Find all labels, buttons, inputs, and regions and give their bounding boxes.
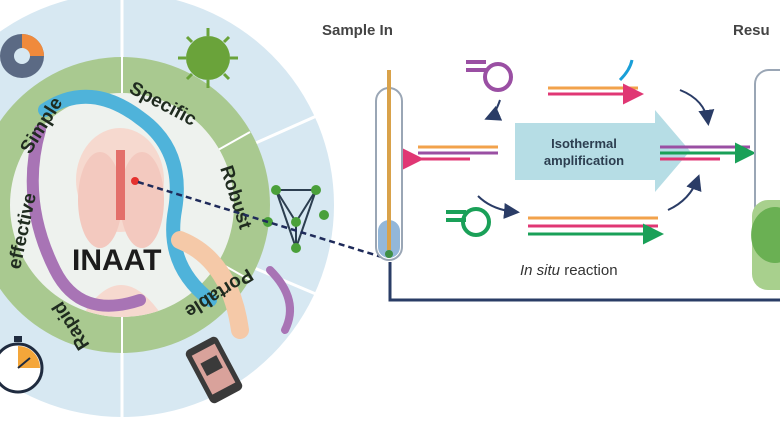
stopwatch-icon xyxy=(0,336,44,394)
green-primer-icon xyxy=(446,207,491,237)
sample-in-label: Sample In xyxy=(322,22,393,39)
result-label: Resu xyxy=(733,22,770,39)
pie-chart-icon xyxy=(0,34,44,78)
target-dot xyxy=(131,177,139,185)
phone-icon xyxy=(185,336,243,404)
virus-icon xyxy=(178,28,238,88)
inaat-wheel: Simple Specific Robust Portable Rapid ef… xyxy=(0,0,334,417)
dna-strands xyxy=(403,59,756,245)
result-tube xyxy=(751,69,780,290)
molecule-nodes xyxy=(263,185,329,253)
purple-primer-icon xyxy=(466,60,513,92)
process-arrows xyxy=(477,89,715,219)
peach-ribbon xyxy=(171,231,249,339)
blue-ribbon xyxy=(38,89,217,307)
in-situ-rest: reaction xyxy=(564,262,618,279)
sample-tube xyxy=(375,70,403,261)
sample-path-line xyxy=(137,180,386,260)
amplification-arrow xyxy=(515,110,690,192)
amplification-label: Isothermal amplification xyxy=(518,125,650,179)
in-situ-italic: In situ xyxy=(520,262,561,279)
human-figure xyxy=(76,128,165,317)
purple-ribbon xyxy=(26,124,146,312)
center-label: INAAT xyxy=(72,244,161,277)
amplification-line1: Isothermal xyxy=(551,136,617,151)
in-situ-label: In situ reaction xyxy=(520,262,618,279)
connection-line xyxy=(388,262,780,302)
amplification-line2: amplification xyxy=(543,153,625,168)
